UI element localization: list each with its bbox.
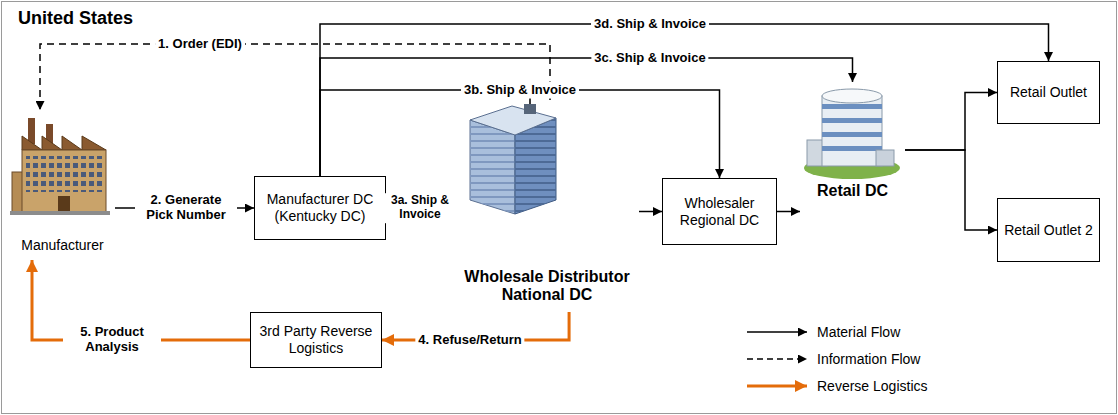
factory-icon [22,150,106,212]
material-flow-arrow [905,93,997,151]
legend-line [747,331,807,333]
legend-entry: Reverse Logistics [745,378,928,394]
edge-label: 2. Generate Pick Number [135,192,237,224]
process-box: Retail Outlet [997,61,1100,124]
edge-label: 3b. Ship & Invoice [461,82,579,99]
node-text: Wholesale Distributor National DC [455,268,639,305]
retail-dc-icon [804,89,900,179]
node-text: Retail DC [817,182,888,200]
information-flow-arrow [40,44,550,110]
retail-dc-icon [822,104,882,109]
edge-label: 3d. Ship & Invoice [591,16,709,33]
factory-icon [26,156,102,192]
legend-line [747,358,807,360]
legend-sample [745,352,809,366]
legend-entry: Material Flow [745,324,900,340]
node-text: 3rd Party Reverse Logistics [256,323,376,357]
process-box: 3rd Party Reverse Logistics [250,312,382,368]
process-box: Wholesaler Regional DC [662,178,777,245]
retail-dc-icon [822,132,882,137]
building-node: Retail DC [800,82,905,232]
legend-entry: Information Flow [745,351,920,367]
factory-icon [22,136,106,150]
legend-text: Reverse Logistics [817,378,928,394]
building-node: Wholesale Distributor National DC [455,100,639,312]
edge-label: 1. Order (EDI) [155,36,245,53]
material-flow-arrow [320,58,853,176]
office-tower-icon [524,104,536,114]
retail-dc-icon [876,150,894,166]
edge-label: 3a. Ship & Invoice [384,193,456,223]
factory-node: Manufacturer [10,110,115,260]
retail-dc-icon [822,146,882,151]
node-text: Retail Outlet 2 [1004,222,1093,239]
factory-icon [28,118,35,144]
legend-text: Material Flow [817,324,900,340]
office-tower-icon [470,120,515,214]
material-flow-arrow [905,150,997,230]
process-box: Retail Outlet 2 [997,198,1100,262]
edge-label: 3c. Ship & Invoice [591,50,708,67]
factory-icon [58,196,70,212]
material-flow-arrow [320,90,720,178]
legend-sample [745,379,809,393]
node-text: Wholesaler Regional DC [668,195,771,229]
legend-line [747,385,807,388]
legend-sample [745,325,809,339]
material-flow-arrow [320,24,1049,176]
node-text: Retail Outlet [1010,84,1087,101]
office-tower-icon [470,96,556,214]
factory-icon [10,211,110,215]
office-tower-icon [470,120,515,214]
edge-label: 4. Refuse/Return [415,332,524,349]
factory-icon [10,118,110,215]
retail-dc-icon [822,89,882,103]
legend-text: Information Flow [817,351,920,367]
retail-dc-icon [822,118,882,123]
material-flow-arrow [639,211,662,213]
node-text: Manufacturer [21,237,103,253]
node-text: Manufacturer DC (Kentucky DC) [260,191,380,225]
retail-dc-icon [822,96,882,166]
process-box: Manufacturer DC (Kentucky DC) [254,176,386,240]
diagram-title: United States [18,8,133,29]
material-flow-arrow [777,211,800,213]
edge-label: 5. Product Analysis [63,324,161,356]
office-tower-icon [470,106,556,135]
